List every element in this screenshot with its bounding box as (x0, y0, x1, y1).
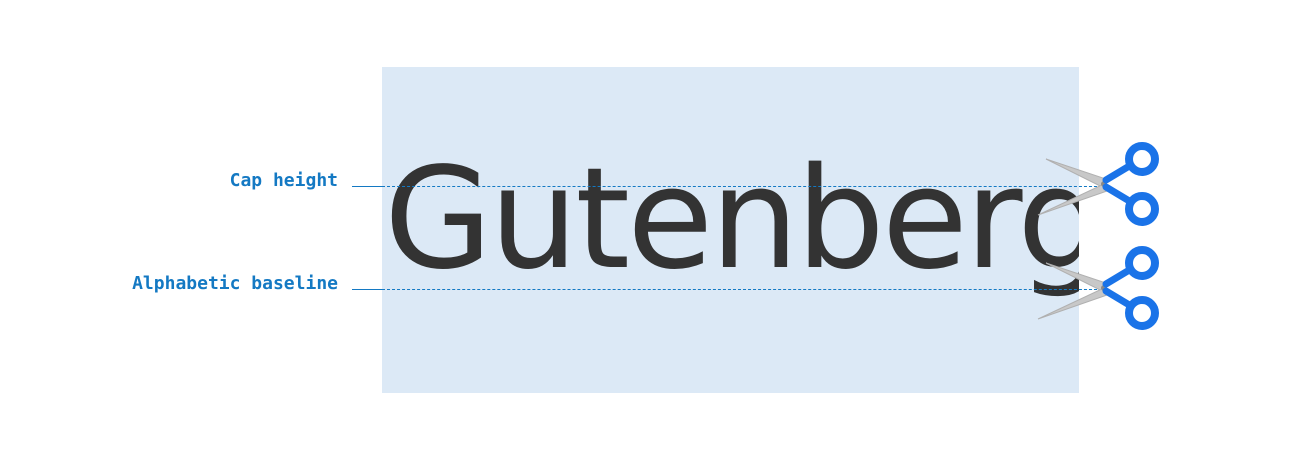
baseline-leader (352, 289, 382, 290)
cap-height-leader (352, 186, 382, 187)
cap-height-label: Cap height (229, 170, 338, 191)
scissors-icon (1037, 142, 1159, 226)
scissors-icon (1037, 246, 1159, 330)
cap-height-line (382, 186, 1102, 187)
text-box-panel (382, 67, 1079, 393)
baseline-line (382, 289, 1102, 290)
baseline-label: Alphabetic baseline (132, 273, 338, 294)
sample-word: Gutenberg (384, 150, 1079, 301)
